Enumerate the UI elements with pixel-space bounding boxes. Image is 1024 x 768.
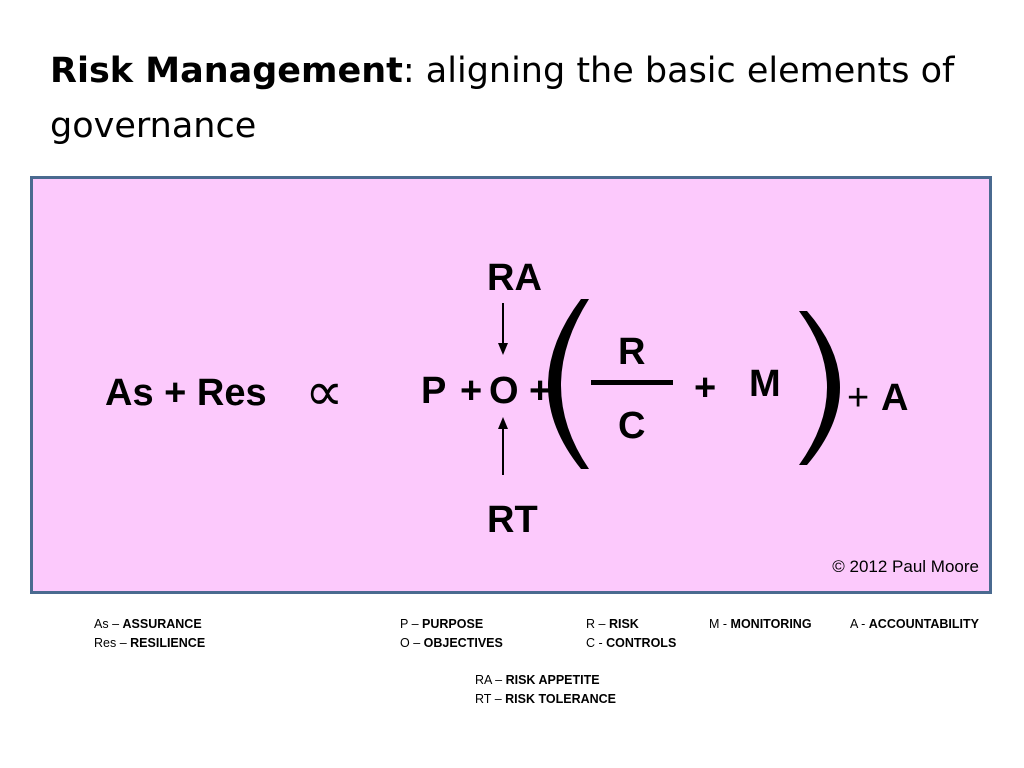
rt-label: RT: [487, 499, 538, 541]
legend-as: As – ASSURANCE: [94, 617, 202, 631]
slide-title: Risk Management: aligning the basic elem…: [50, 44, 990, 154]
copyright-notice: © 2012 Paul Moore: [832, 557, 979, 576]
legend-a: A - ACCOUNTABILITY: [850, 617, 979, 631]
plus-1: +: [460, 370, 483, 412]
arrow-up-icon: [498, 417, 508, 475]
legend-m: M - MONITORING: [709, 617, 812, 631]
denominator-c: C: [618, 405, 646, 447]
plus-4: +: [847, 377, 870, 419]
o-term: O: [489, 370, 519, 412]
proportional-symbol: ∝: [305, 362, 344, 422]
formula-panel: As + Res ∝ P + O + RA RT R C + M + A © 2…: [30, 176, 992, 594]
left-paren: [548, 299, 589, 469]
m-term: M: [749, 363, 781, 405]
legend-p: P – PURPOSE: [400, 617, 484, 631]
a-term: A: [881, 377, 909, 419]
title-bold: Risk Management: [50, 51, 403, 91]
arrow-down-icon: [498, 303, 508, 355]
plus-3: +: [694, 367, 717, 409]
legend-o: O – OBJECTIVES: [400, 636, 503, 650]
lhs-term: As + Res: [105, 372, 267, 414]
legend-res: Res – RESILIENCE: [94, 636, 206, 650]
fraction-bar: [591, 380, 673, 385]
p-term: P: [421, 370, 447, 412]
ra-label: RA: [487, 257, 542, 299]
numerator-r: R: [618, 331, 646, 373]
formula-graphics: [498, 299, 840, 475]
legend-ra: RA – RISK APPETITE: [475, 673, 600, 687]
plus-2: +: [529, 370, 552, 412]
legend-rt: RT – RISK TOLERANCE: [475, 692, 617, 706]
legend-r: R – RISK: [586, 617, 639, 631]
legend-c: C - CONTROLS: [586, 636, 677, 650]
title-rest: : aligning the basic elements of governa…: [50, 51, 955, 146]
right-paren: [799, 311, 840, 465]
